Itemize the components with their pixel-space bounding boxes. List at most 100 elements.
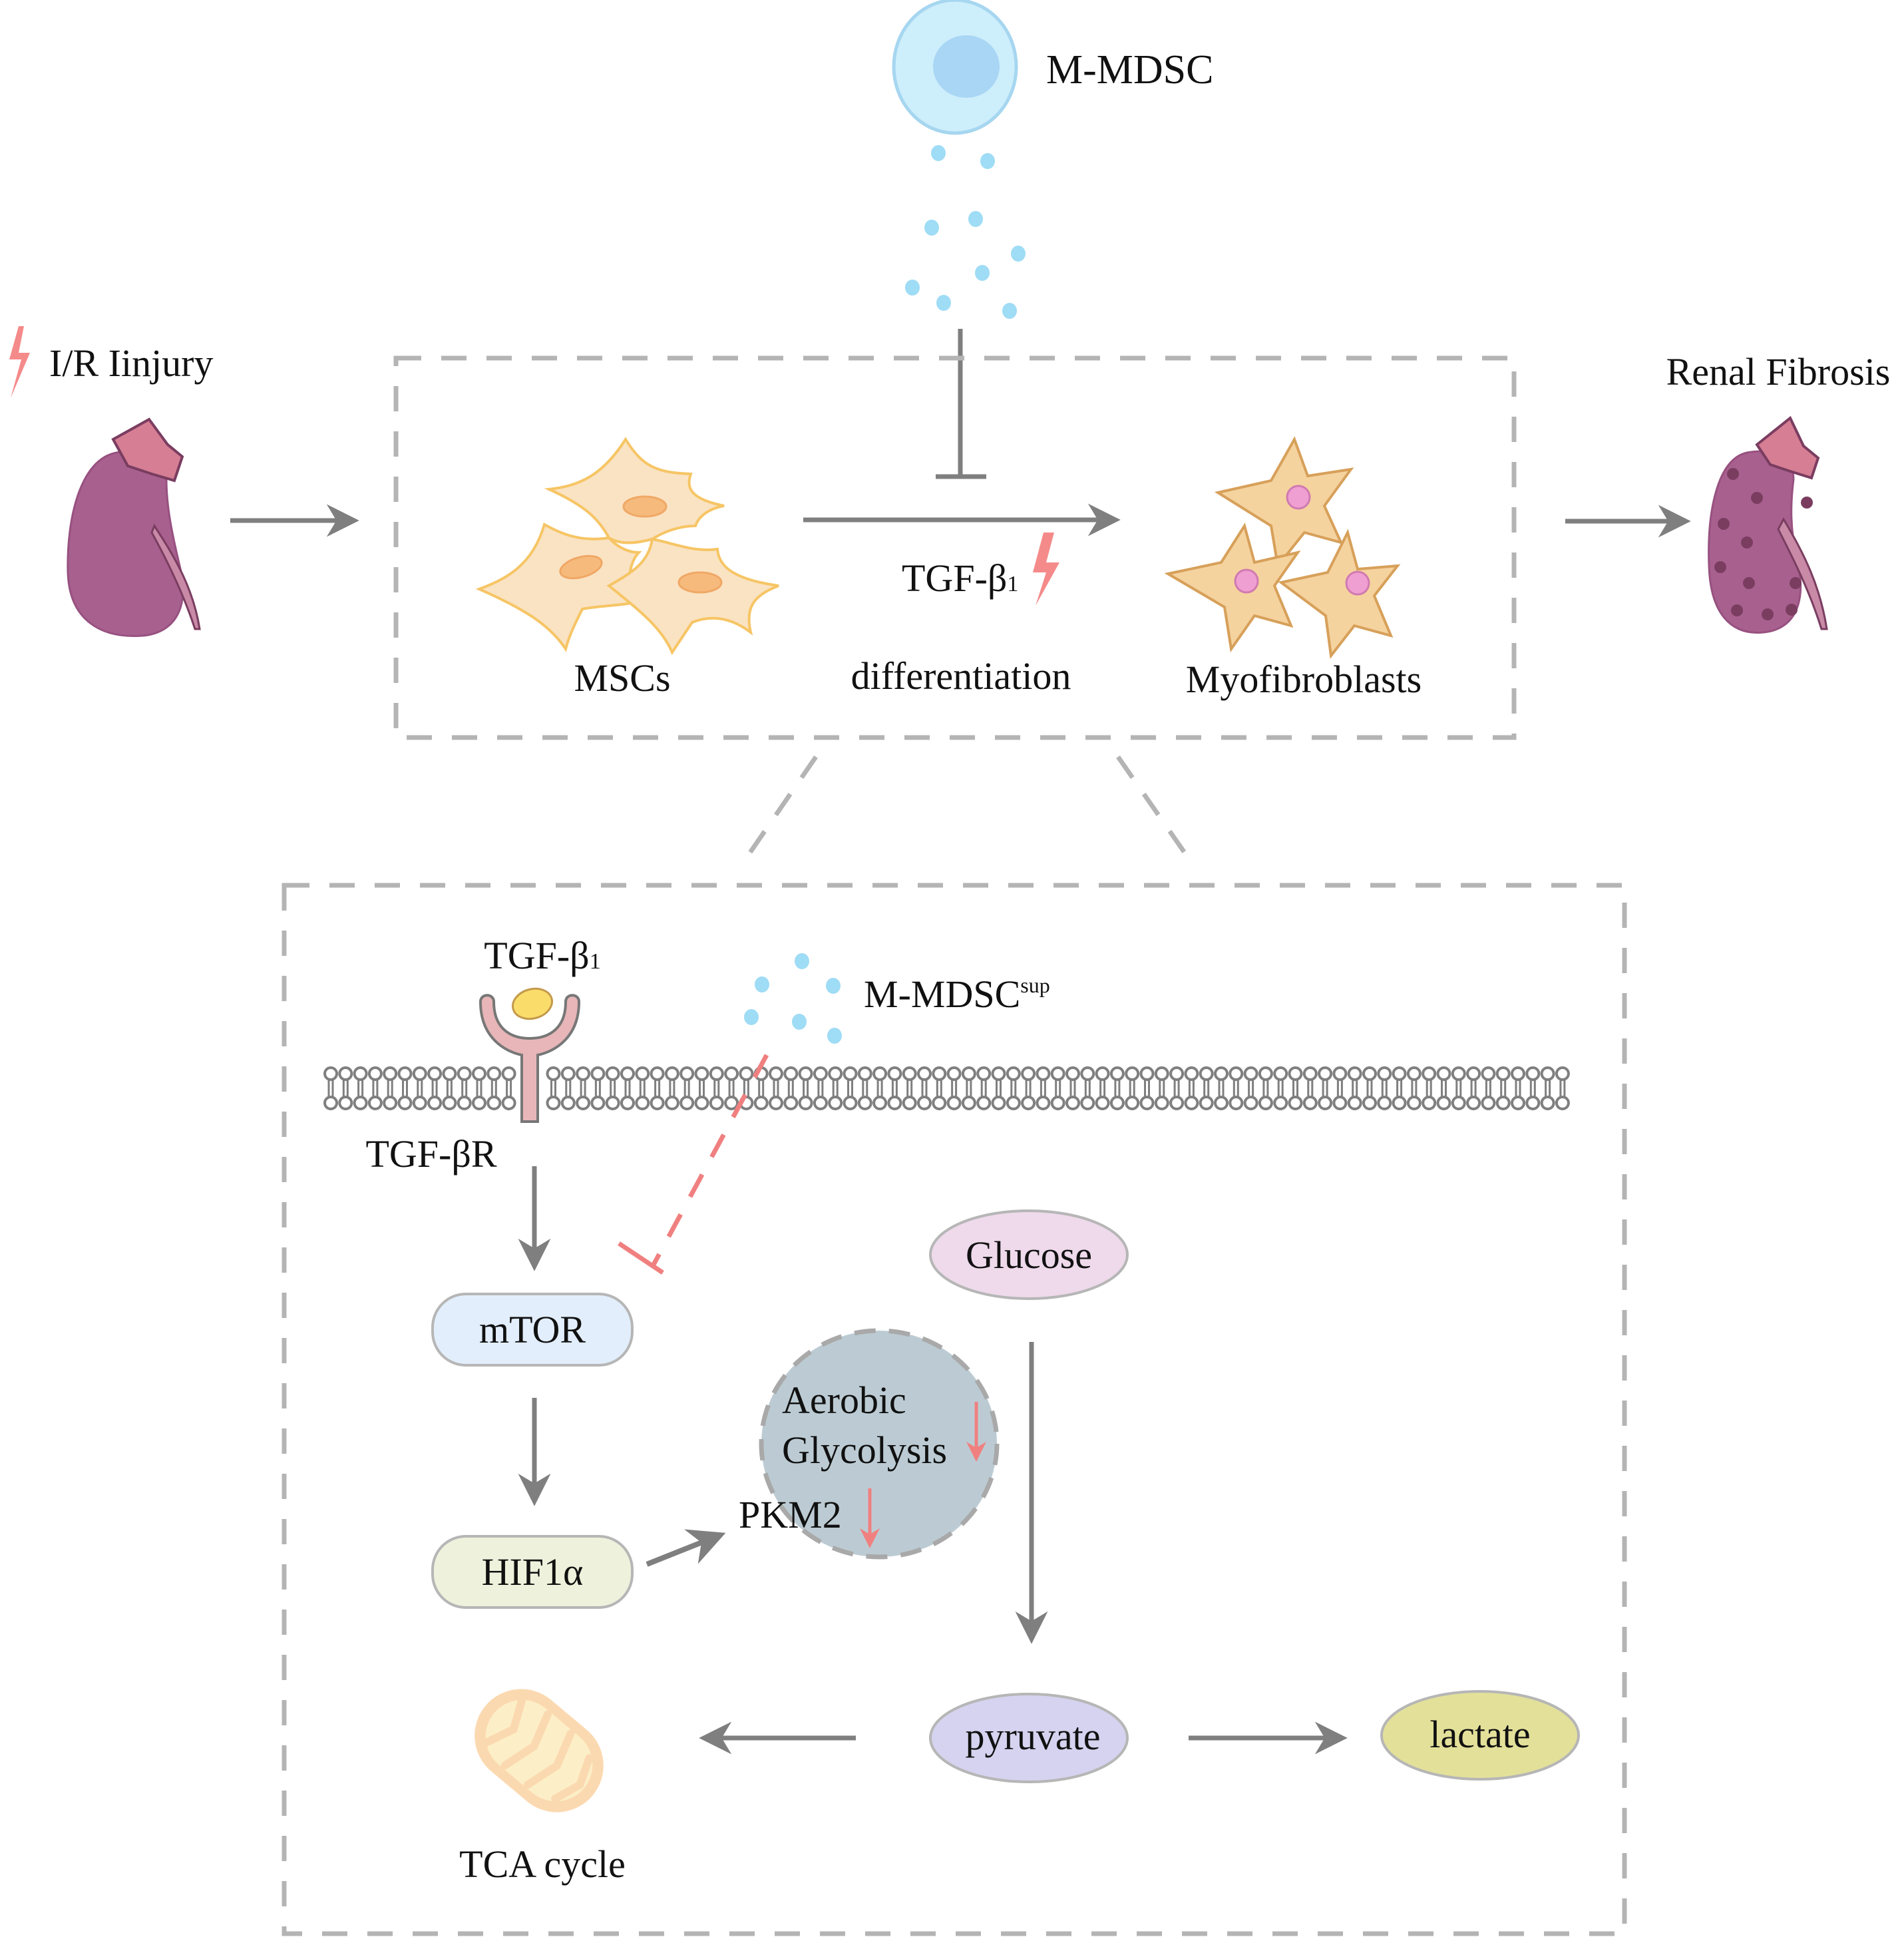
lipid-head [976, 1096, 992, 1110]
lipid-head [991, 1066, 1006, 1081]
lipid-tail [1025, 1080, 1032, 1096]
lipid-head [486, 1096, 502, 1110]
tgf-receptor-icon [478, 987, 581, 1123]
lipid-head [1243, 1096, 1258, 1110]
mdsc-sup-dots [744, 953, 842, 1044]
mdsc-sup-text: M-MDSC [864, 972, 1020, 1016]
pyruvate-node [929, 1693, 1129, 1783]
lipid-head [1243, 1066, 1258, 1081]
lipid-tail [1307, 1080, 1314, 1096]
lipid-tail [1529, 1080, 1536, 1096]
lipid-tail [1099, 1080, 1106, 1096]
lipid-tail [624, 1080, 631, 1096]
lipid-head [1495, 1066, 1511, 1081]
lipid-head [932, 1066, 947, 1081]
lipid-tail [713, 1080, 720, 1096]
lipid-head [1036, 1096, 1051, 1110]
lipid-head [902, 1096, 917, 1110]
mdsc-sup-superscript: sup [1020, 973, 1049, 997]
lipid-tail [1159, 1080, 1165, 1096]
tgf-ligand-text: TGF-β [484, 934, 589, 977]
lipid-head [576, 1096, 591, 1110]
lipid-tail [699, 1080, 705, 1096]
lipid-head [1422, 1066, 1437, 1081]
lipid-head [1095, 1096, 1110, 1110]
lipid-head [843, 1096, 858, 1110]
lipid-head [1006, 1096, 1021, 1110]
lipid-tail [580, 1080, 586, 1096]
tgf-ligand-label: TGF-β1 [484, 934, 600, 977]
differentiation-label: differentiation [851, 654, 1071, 698]
lipid-head [664, 1066, 679, 1081]
tgf-label-subscript: 1 [1007, 572, 1018, 596]
lipid-head [917, 1096, 932, 1110]
lipid-tail [1441, 1080, 1447, 1096]
lipid-head [546, 1066, 561, 1081]
lipid-head [1184, 1096, 1199, 1110]
lipid-head [605, 1096, 620, 1110]
lipid-tail [1352, 1080, 1358, 1096]
lipid-tail [862, 1080, 868, 1096]
glucose-label: Glucose [966, 1233, 1092, 1277]
lipid-head [486, 1066, 502, 1081]
lipid-tail [550, 1080, 556, 1096]
glucose-node [929, 1209, 1129, 1300]
lipid-head [828, 1096, 843, 1110]
lipid-tail [980, 1080, 987, 1096]
lipid-head [887, 1066, 902, 1081]
mechanism-box [282, 883, 1627, 1936]
lipid-tail [683, 1080, 690, 1096]
lipid-tail [610, 1080, 616, 1096]
lipid-tail [832, 1080, 839, 1096]
lipid-tail [654, 1080, 661, 1096]
lipid-head [383, 1066, 398, 1081]
lipid-head [1199, 1066, 1214, 1081]
lipid-head [501, 1096, 516, 1110]
lipid-head [472, 1066, 486, 1081]
lipid-head [605, 1066, 620, 1081]
lipid-head [1199, 1096, 1214, 1110]
lipid-head [1511, 1066, 1525, 1081]
lipid-tail [1262, 1080, 1269, 1096]
mscs-cells-icon [475, 437, 779, 656]
lipid-head [1109, 1096, 1125, 1110]
lipid-tail [669, 1080, 675, 1096]
aerobic-label-line1: Aerobic [782, 1379, 906, 1422]
lipid-head [857, 1066, 872, 1081]
lipid-head [353, 1066, 368, 1081]
lipid-head [1154, 1066, 1169, 1081]
lipid-tail [357, 1080, 364, 1096]
lipid-head [412, 1096, 427, 1110]
lipid-head [338, 1096, 353, 1110]
lipid-head [412, 1066, 427, 1081]
lipid-head [769, 1096, 783, 1110]
lipid-head [427, 1066, 443, 1081]
lipid-tail [876, 1080, 883, 1096]
lipid-head [1392, 1096, 1407, 1110]
lipid-head [798, 1066, 813, 1081]
lipid-tail [891, 1080, 898, 1096]
lipid-head [1302, 1066, 1318, 1081]
lipid-tail [787, 1080, 794, 1096]
lipid-head [1154, 1096, 1169, 1110]
lipid-head [457, 1066, 472, 1081]
lipid-head [1318, 1096, 1333, 1110]
lightning-icon [1033, 533, 1059, 606]
lipid-head [1229, 1066, 1244, 1081]
lipid-head [739, 1066, 754, 1081]
lipid-tail [1055, 1080, 1061, 1096]
lipid-head [1392, 1066, 1407, 1081]
lipid-head [1021, 1096, 1036, 1110]
lipid-head [902, 1066, 917, 1081]
lipid-tail [906, 1080, 913, 1096]
lipid-tail [847, 1080, 853, 1096]
lipid-tail [1485, 1080, 1491, 1096]
lipid-head [694, 1096, 709, 1110]
lipid-tail [1144, 1080, 1150, 1096]
lipid-tail [461, 1080, 468, 1096]
lipid-head [724, 1096, 739, 1110]
lipid-head [442, 1096, 457, 1110]
lipid-tail [431, 1080, 438, 1096]
lipid-tail [758, 1080, 765, 1096]
lipid-head [769, 1066, 783, 1081]
